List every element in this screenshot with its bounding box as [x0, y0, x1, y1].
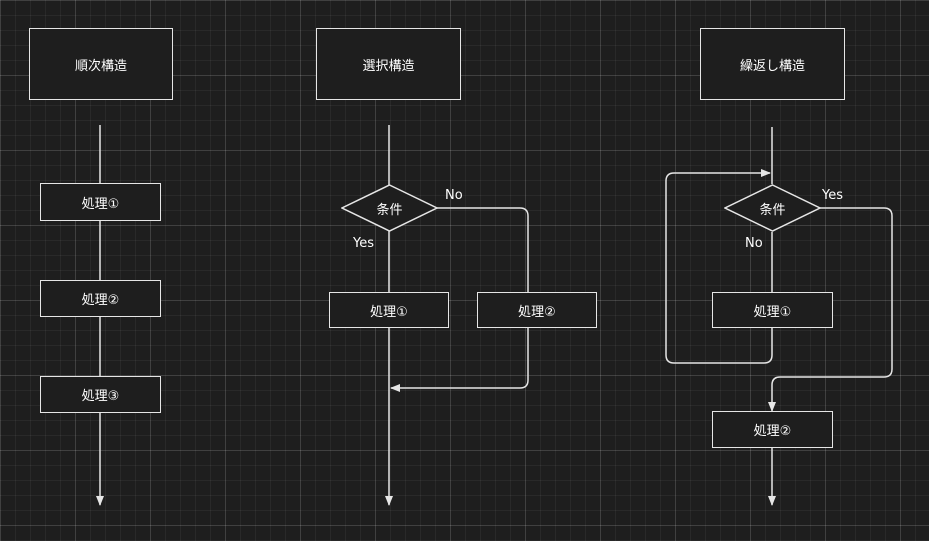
- loop-back-line: [665, 169, 773, 364]
- sequence-title: 順次構造: [29, 28, 173, 100]
- loop-yes-label: Yes: [822, 188, 843, 203]
- selection-step-1: 処理①: [329, 292, 449, 328]
- loop-condition-label: 条件: [759, 202, 786, 218]
- loop-yes-line: [768, 207, 893, 412]
- selection-condition-label: 条件: [376, 202, 403, 218]
- loop-condition-diamond: 条件: [724, 184, 821, 232]
- selection-no-branch: [437, 207, 529, 292]
- sequence-step-1: 処理①: [40, 183, 161, 221]
- selection-title: 選択構造: [316, 28, 461, 100]
- sequence-step-2: 処理②: [40, 280, 161, 317]
- selection-condition-diamond: 条件: [341, 184, 438, 232]
- selection-no-label: No: [445, 188, 463, 203]
- sequence-step-3: 処理③: [40, 376, 161, 413]
- loop-step-1: 処理①: [712, 292, 833, 328]
- loop-title: 繰返し構造: [700, 28, 845, 100]
- selection-step-2: 処理②: [477, 292, 597, 328]
- selection-merge-line: [390, 328, 529, 392]
- loop-no-label: No: [745, 236, 763, 251]
- loop-step-2: 処理②: [712, 411, 833, 448]
- selection-yes-label: Yes: [353, 236, 374, 251]
